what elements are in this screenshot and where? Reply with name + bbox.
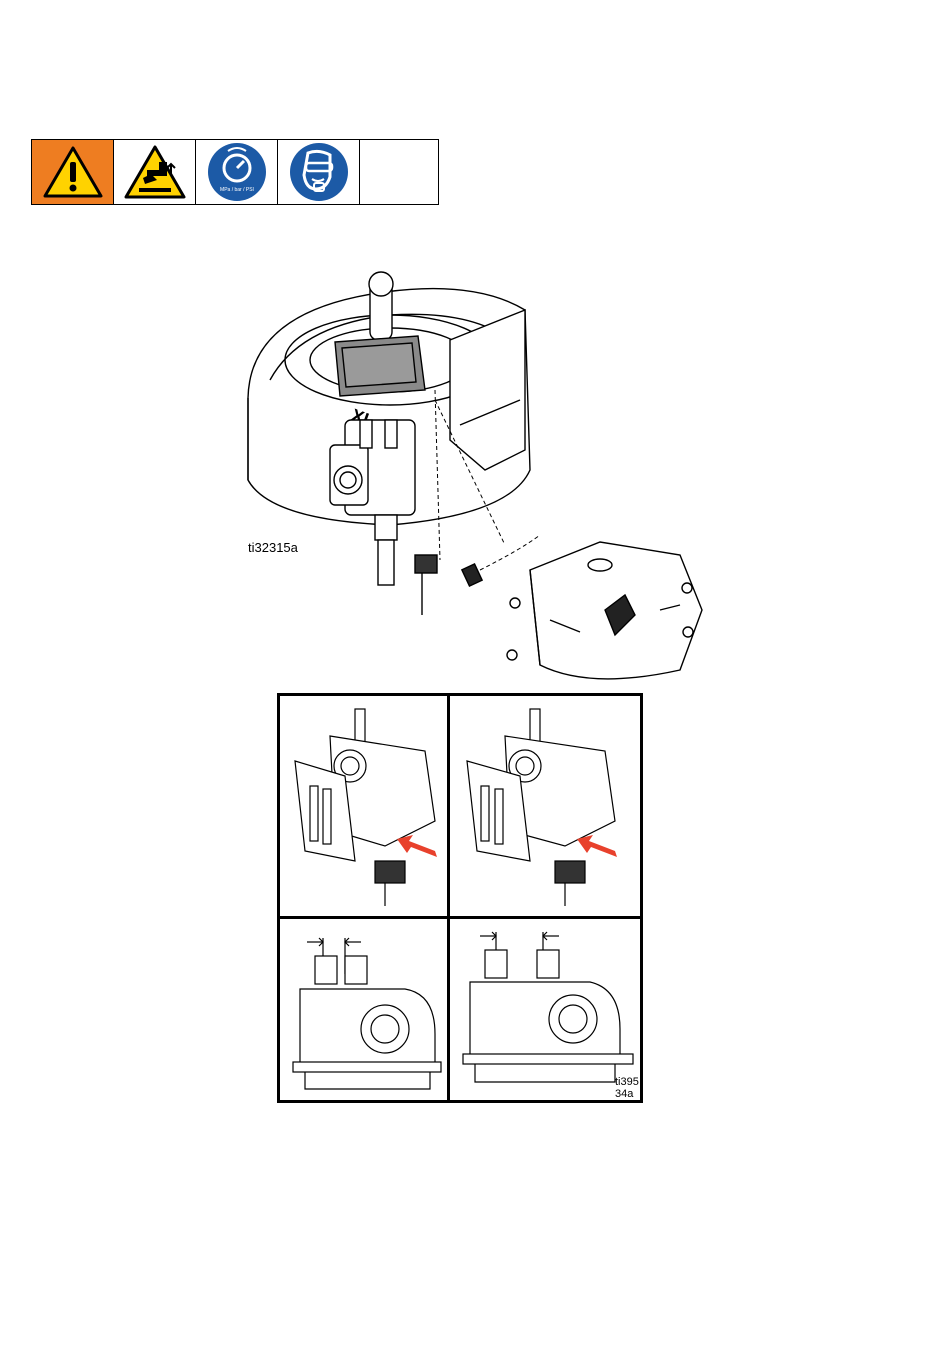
warning-exclamation-icon	[42, 145, 104, 199]
warning-symbol-cell	[32, 140, 114, 204]
eye-protection-cell	[278, 140, 360, 204]
empty-symbol-cell	[360, 140, 438, 204]
crush-hazard-icon	[123, 144, 187, 200]
grid-divider-horizontal	[280, 916, 640, 919]
detail-figure-grid: ti395 34a	[277, 693, 643, 1103]
detail-figure-label-line2: 34a	[615, 1088, 639, 1100]
main-exploded-illustration: XL	[240, 270, 720, 690]
detail-panel-bottom-right	[455, 924, 637, 1094]
detail-panel-top-left	[285, 701, 443, 911]
pressure-relief-cell: MPa / bar / PSI	[196, 140, 278, 204]
detail-panel-bottom-left	[285, 924, 443, 1094]
detail-panel-top-right	[455, 701, 637, 911]
detail-figure-label-line1: ti395	[615, 1076, 639, 1088]
safety-symbols-row: MPa / bar / PSI	[31, 139, 439, 205]
pump-assembly-drawing: XL	[240, 270, 720, 690]
crush-hazard-cell	[114, 140, 196, 204]
main-figure-label: ti32315a	[248, 540, 298, 555]
detail-figure-label: ti395 34a	[615, 1076, 639, 1100]
pressure-units-text: MPa / bar / PSI	[220, 187, 254, 193]
grid-divider-vertical	[447, 696, 450, 1100]
pressure-relief-icon: MPa / bar / PSI	[206, 141, 268, 203]
protective-eyewear-icon	[288, 141, 350, 203]
